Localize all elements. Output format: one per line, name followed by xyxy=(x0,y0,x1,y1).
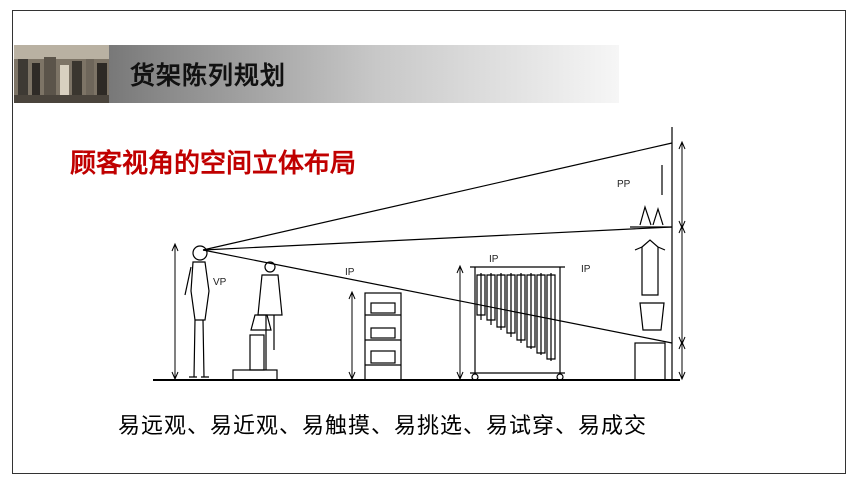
mannequin-display xyxy=(232,261,283,381)
shelf-unit xyxy=(364,292,402,381)
ip-left-label: IP xyxy=(345,267,355,278)
zone-height-arrows xyxy=(678,140,686,381)
wall-display xyxy=(630,165,672,381)
garment-rack xyxy=(470,266,565,381)
ip-right-label: IP xyxy=(581,264,591,275)
ip-left-height-arrow xyxy=(348,290,356,381)
ip-center-height-arrow xyxy=(456,264,464,381)
pp-label: PP xyxy=(617,179,631,190)
diagram-subtitle: 顾客视角的空间立体布局 xyxy=(70,149,357,179)
sightline-diagram: VP IP IP xyxy=(153,127,686,381)
store-thumbnail-image xyxy=(14,45,109,103)
slide-title: 货架陈列规划 xyxy=(130,61,287,90)
caption-text: 易远观、易近观、易触摸、易挑选、易试穿、易成交 xyxy=(118,414,648,439)
vp-height-arrow xyxy=(171,242,179,381)
sight-lines xyxy=(202,142,673,344)
shopper-figure xyxy=(184,245,210,378)
header-band xyxy=(14,45,619,103)
vp-label: VP xyxy=(213,277,227,288)
ip-center-label: IP xyxy=(489,254,499,265)
